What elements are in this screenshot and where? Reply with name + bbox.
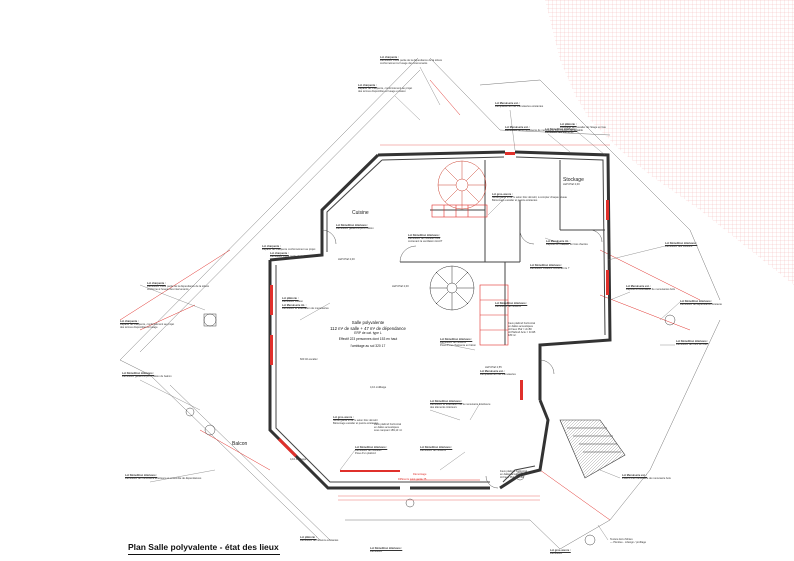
note-n26: Lot Démolition intérieure :Démolition de…	[676, 340, 709, 347]
hall-area: 112 m² de salle + 47 m² de dépendance	[330, 325, 406, 331]
note-n11: Lot Démolition intérieure :Démolition de…	[440, 338, 476, 348]
note-n10: Lot Démolition intérieure :Démolition de…	[495, 302, 528, 309]
demolition-lines	[119, 79, 701, 521]
room-stockage: Stockage	[563, 177, 584, 183]
dim-label-2: 4,10 ordillaige	[370, 386, 387, 389]
door-swings	[321, 229, 603, 489]
note-n28: Lot charpente :Réparer de charpente conf…	[262, 245, 316, 252]
note-n15: Lot Démolition intérieure :Démolition ga…	[122, 372, 172, 379]
note-n2: Lot charpente :Réparer de charpente, con…	[358, 84, 413, 94]
note-n7: Lot Démolition intérieure :Démolition de…	[408, 234, 443, 244]
hall-info: Salle polyvalente 112 m² de salle + 47 m…	[318, 320, 418, 350]
note-n8: Lot Menuiserie int. :Dépose de l'escalie…	[546, 240, 588, 247]
hsp-label-3: HsP×Plaf 2,00	[563, 183, 580, 186]
note-n1: Lot charpente :Démolition d'une partie d…	[380, 56, 443, 66]
hall-name: Salle polyvalente	[351, 320, 385, 325]
room-balcon: Balcon	[232, 441, 248, 447]
exterior-stair-hatch	[560, 420, 625, 478]
note-n33: Lot Démolition intérieure :Démolition	[370, 547, 403, 554]
note-n5: Lot plâtrerie :Doublage de l'escalier de…	[560, 123, 606, 133]
room-cuisine: Cuisine	[352, 210, 369, 216]
dim-label-3: 4,10 ordillaige	[290, 458, 307, 461]
faux-plafond-3: Faux plafond horizontal en dalles acoust…	[374, 423, 403, 433]
title-underline	[128, 554, 280, 555]
dim-label-1: 600 40 escalier	[300, 358, 318, 361]
note-n21: Lot Menuiserie ext. :Pose d'une menuiser…	[622, 474, 671, 481]
note-n23: Lot Démolition intérieure :Démolition de…	[665, 242, 698, 249]
note-n27: Lot Menuiserie ext. :Remplacement de men…	[480, 370, 516, 377]
note-n9: Lot Démolition intérieure :Démolition cl…	[530, 264, 570, 271]
site-markers	[185, 313, 676, 546]
plan-title: Plan Salle polyvalente - état des lieux	[128, 542, 279, 552]
window-marks	[270, 152, 609, 472]
dimension-lines	[338, 144, 610, 501]
note-n31: Lot Démolition intérieure :Démolition de…	[545, 128, 578, 135]
hall-note: l'ambiage au sol 320 17	[350, 344, 386, 349]
note-n22: Lot Démolition intérieure :Démolition de…	[125, 474, 202, 481]
hsp-label-2: HsP×Plaf 2,00	[392, 285, 409, 288]
note-n34: Lot gros-œuvre :Démolition	[550, 549, 571, 556]
note-n32: Lot plâtrerie :Démolition de cloisons ex…	[300, 536, 339, 543]
faux-plafond-1: Faux plafond horizontal en dalles acoust…	[508, 322, 536, 338]
dim-label-4: HsP×Plaf 2,55	[485, 366, 502, 369]
spiral-stair-top	[437, 160, 487, 210]
texture-note: Texture Ecru Miniex — Plenitue - Lifesig…	[610, 538, 647, 545]
outer-roof-lines	[119, 57, 721, 550]
hall-capacity: Effectif 223 personnes dont 153 en haut	[338, 336, 398, 341]
accent-label-2: Différents point garde 75	[398, 478, 427, 481]
roof-grid	[545, 0, 794, 285]
note-n3: Lot Menuiserie ext. :Remplacement de men…	[495, 102, 544, 109]
faux-plafond-2: Faux plafond horizontal en dalles acoust…	[500, 470, 527, 480]
note-n18: Lot gros-œuvre :Sortie garde fil de Iv s…	[333, 416, 379, 426]
leader-lines	[139, 66, 681, 541]
note-n13: Lot charpente :Démolition d'une partie d…	[147, 282, 210, 292]
accent-label: Démontage	[413, 473, 427, 476]
note-n20: Lot Démolition intérieure :Démolition de…	[420, 446, 453, 453]
stair-demolition	[431, 204, 509, 346]
note-n14: Lot charpente :Réparer de charpente, con…	[120, 320, 175, 330]
hsp-label-1: HsP×Plaf 2,00	[338, 258, 355, 261]
note-n19: Lot Démolition intérieure :Démolition de…	[355, 446, 388, 456]
note-n12: Lot Démolition intérieure :Démolition et…	[430, 400, 491, 410]
note-n4: Lot Menuiserie ext. :Démolition de la me…	[505, 126, 560, 133]
note-n24: Lot Menuiserie ext. :Dépose et évacuatio…	[626, 285, 675, 292]
note-n29: Lot charpente :Démolition d'une partie d…	[270, 252, 318, 259]
note-n25: Lot Démolition intérieure :Démolition de…	[680, 300, 722, 307]
note-n16: Lot plâtrerie :Démolition cloison	[282, 297, 304, 304]
spiral-stair-bottom	[429, 265, 475, 311]
note-n6: Lot gros-œuvre :Sortie garde fil de Iv s…	[492, 193, 568, 203]
hall-erp: ERP de cat. type L	[354, 331, 382, 336]
note-n17: Lot Menuiserie int. :Démolition et évacu…	[282, 304, 329, 311]
note-n30: Lot Démolition intérieure :Démolition ga…	[336, 224, 374, 231]
